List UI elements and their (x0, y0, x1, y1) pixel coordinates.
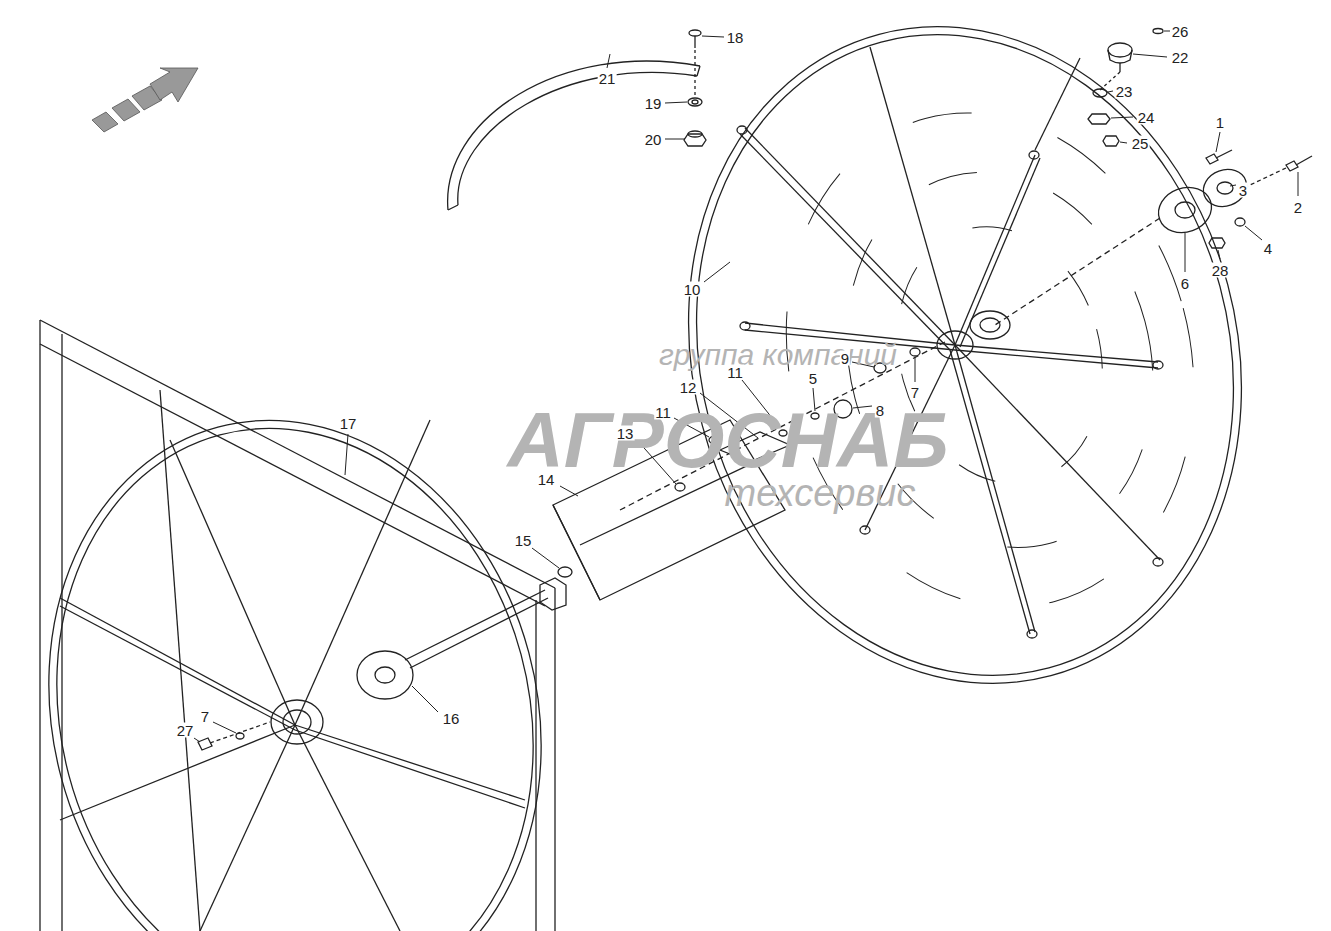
callout-number: 25 (1131, 136, 1150, 151)
callout-number: 2 (1293, 200, 1303, 215)
callout-number: 28 (1211, 263, 1230, 278)
large-wheel (616, 0, 1313, 746)
callout-number: 5 (808, 371, 818, 386)
callout-number: 20 (644, 132, 663, 147)
callout-number: 9 (840, 351, 850, 366)
callout-number: 16 (442, 711, 461, 726)
frame-and-wheel (0, 320, 606, 931)
callout-number: 26 (1171, 24, 1190, 39)
callout-number: 7 (910, 385, 920, 400)
callout-number: 12 (679, 380, 698, 395)
callout-number: 15 (514, 533, 533, 548)
callout-number: 4 (1263, 241, 1273, 256)
callout-number: 22 (1171, 50, 1190, 65)
fasteners-top (684, 30, 706, 146)
belt-strip (448, 61, 700, 210)
callout-number: 19 (644, 96, 663, 111)
watermark-text: техсервис (725, 474, 916, 512)
callout-number: 7 (200, 709, 210, 724)
hub-flanges (995, 150, 1312, 325)
callout-number: 11 (726, 365, 744, 380)
callout-number: 27 (176, 723, 195, 738)
axle-parts (553, 342, 945, 600)
callout-number: 17 (339, 416, 358, 431)
callout-number: 11 (654, 405, 672, 420)
callout-number: 3 (1238, 183, 1248, 198)
callout-number: 8 (875, 403, 885, 418)
callout-number: 14 (537, 472, 556, 487)
callout-number: 10 (683, 282, 702, 297)
callout-number: 24 (1137, 110, 1156, 125)
callout-number: 1 (1215, 115, 1225, 130)
callout-number: 6 (1180, 276, 1190, 291)
callout-number: 21 (598, 71, 617, 86)
fasteners-right-top (1035, 29, 1163, 151)
leader-lines (194, 31, 1298, 742)
callout-number: 18 (726, 30, 745, 45)
callout-number: 13 (616, 426, 635, 441)
callout-number: 23 (1115, 84, 1134, 99)
direction-arrow (92, 68, 198, 132)
watermark-text: группа компаний (659, 340, 897, 370)
